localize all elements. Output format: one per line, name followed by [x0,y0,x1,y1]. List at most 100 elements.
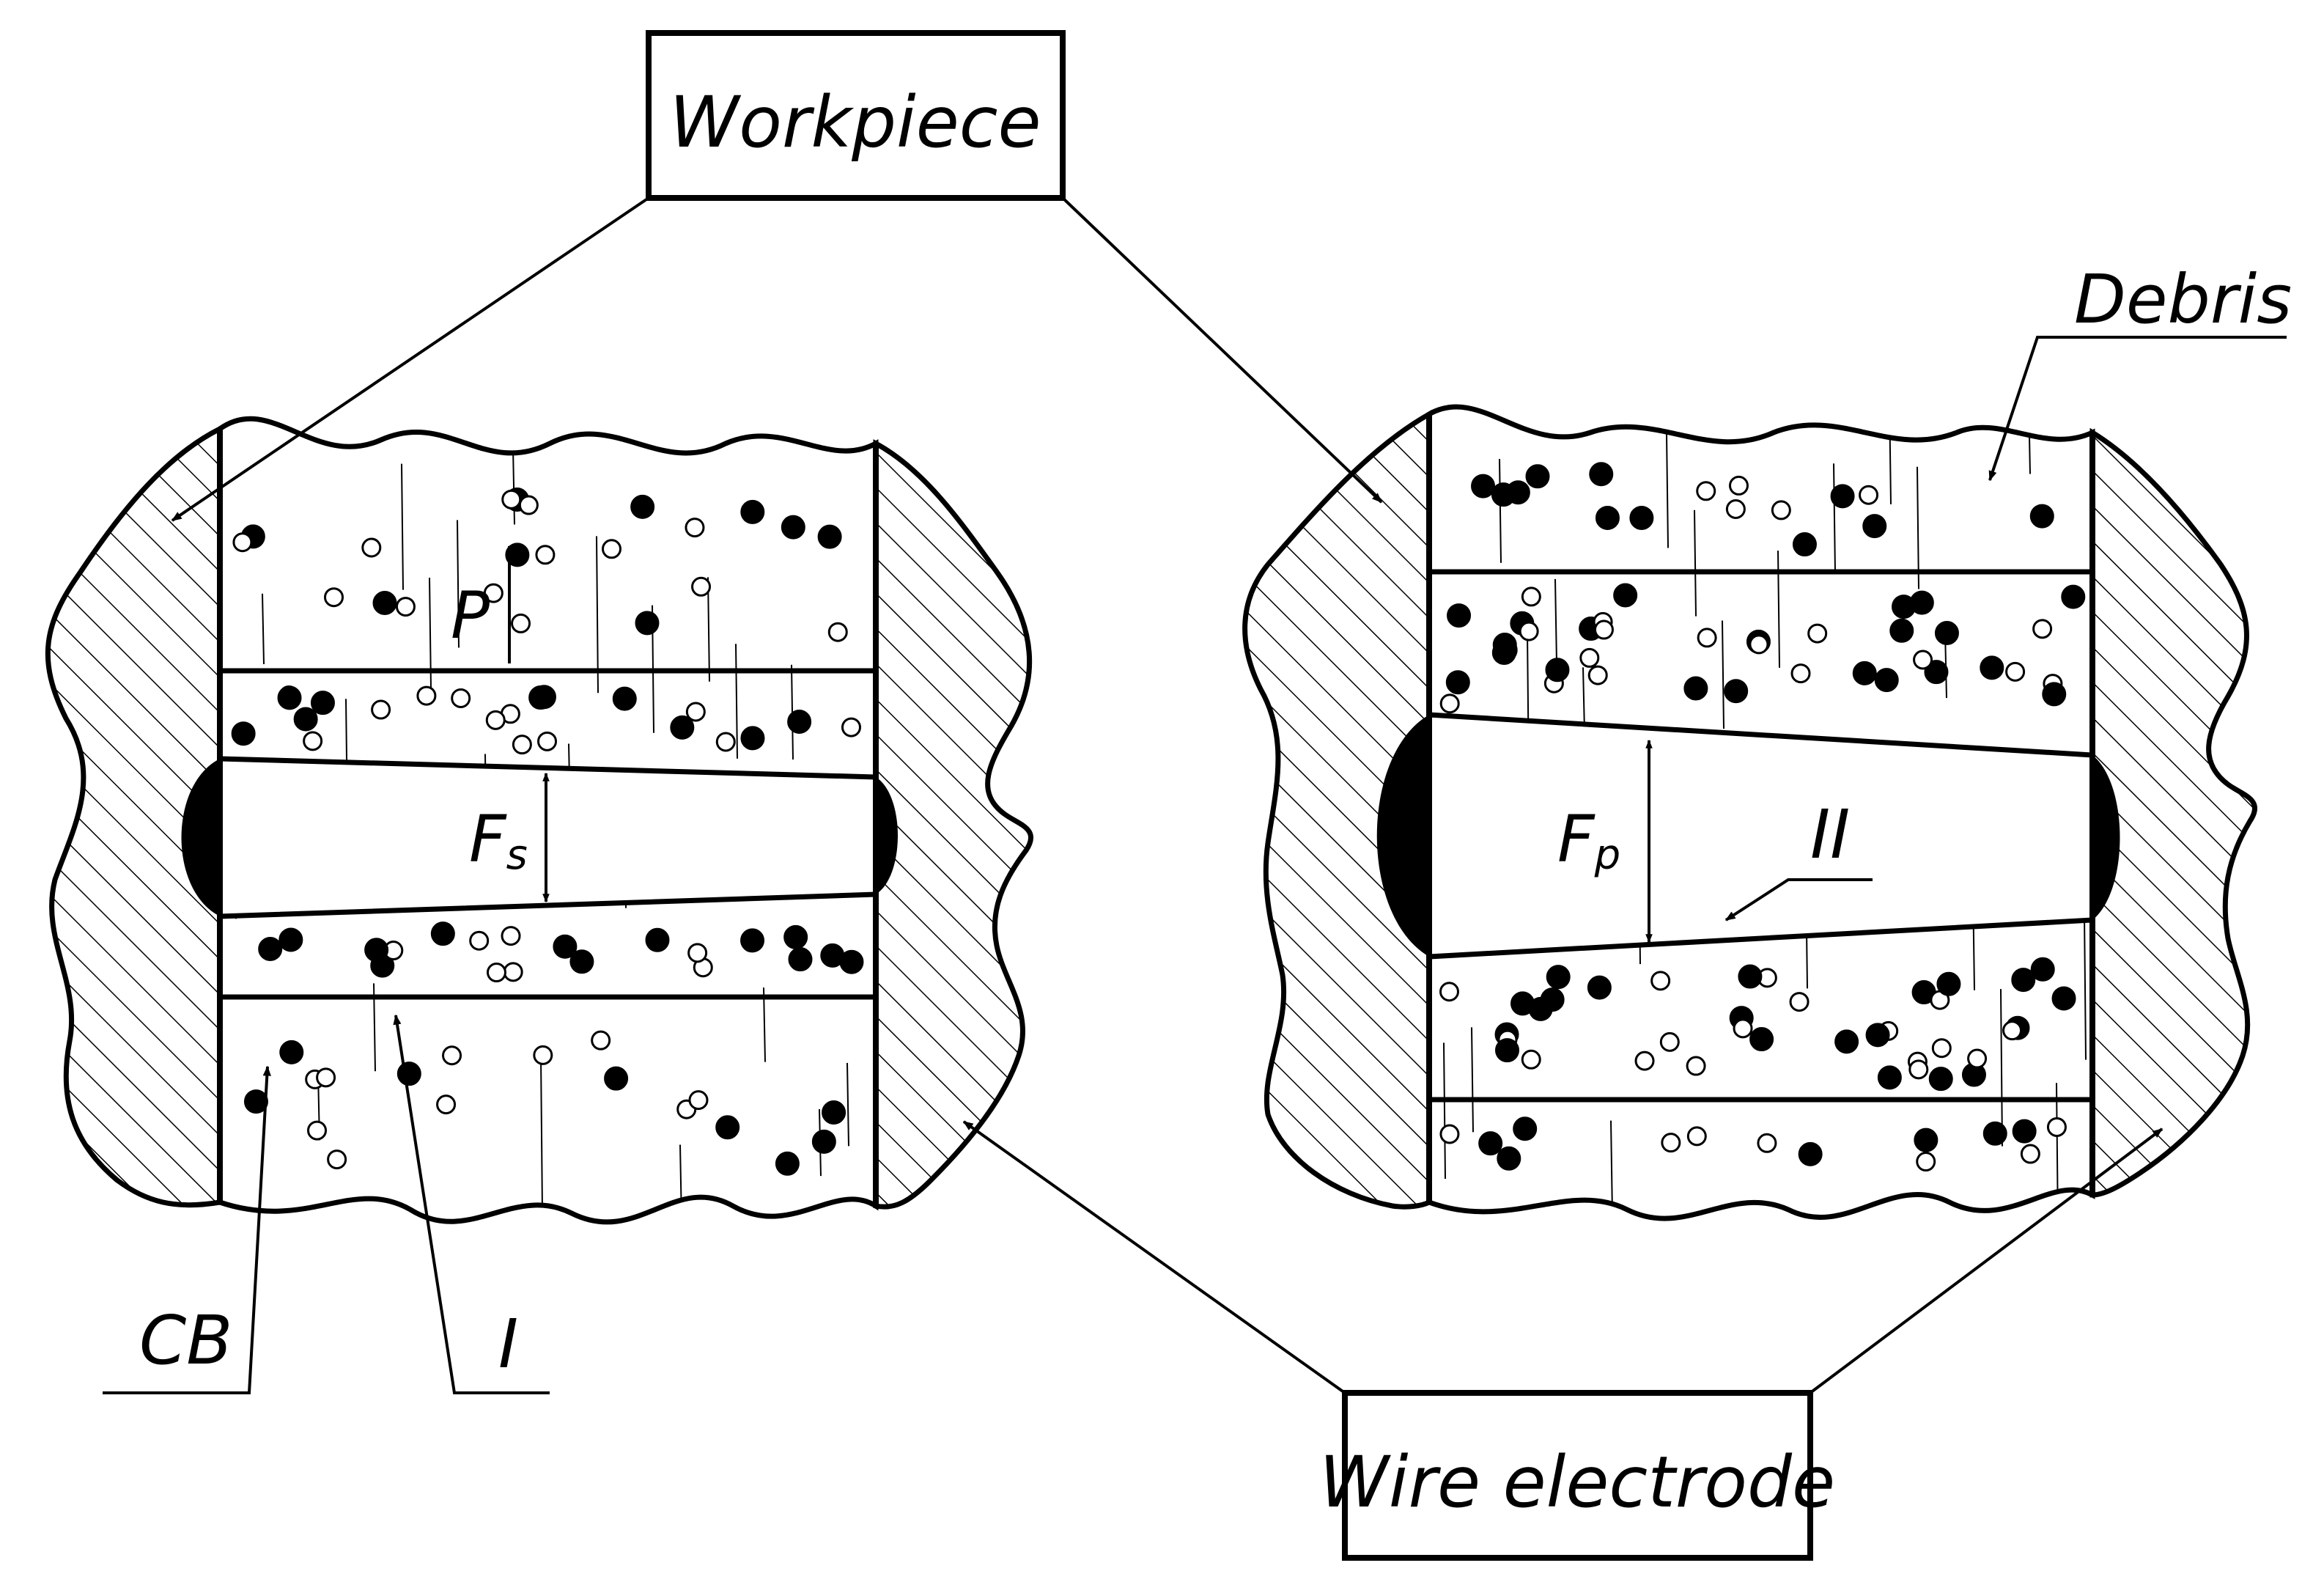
debris-particle [1587,975,1612,1000]
fs-label-sub: s [506,831,528,879]
debris-particle [1493,638,1518,663]
ii-leader [1724,878,1873,921]
debris-particle [787,709,812,734]
gas-bubble [2005,661,2026,682]
debris-particle [1909,590,1934,615]
texture-line [763,987,766,1062]
debris-particle [670,715,695,740]
fs-label: Fs [469,801,528,879]
gas-bubble [316,1067,336,1088]
gas-bubble [232,532,253,553]
debris-particle [1980,655,2004,680]
debris-particle [1830,484,1855,509]
debris-particle [1505,480,1530,505]
gas-bubble [512,735,532,755]
right-crater-right [2092,755,2120,920]
debris-particle [1865,1023,1890,1048]
debris-particle [1540,987,1565,1012]
debris-particle [2042,682,2067,707]
texture-line [1694,509,1697,617]
debris-particle [1852,661,1877,685]
gas-bubble [1521,1049,1541,1070]
left-discharge-channel [217,756,879,919]
gas-bubble [416,685,437,706]
debris-particle [364,938,389,963]
workpiece-leader-left [171,196,650,522]
gas-bubble [1931,1038,1952,1059]
gas-bubble [327,1149,347,1170]
texture-line [1833,463,1836,573]
debris-particle [1749,1027,1774,1052]
debris-particle [569,949,594,974]
gas-bubble [827,622,848,642]
gas-bubble [1696,481,1716,501]
wire-electrode-leader-right [1809,1127,2163,1394]
right-discharge-channel [1426,712,2095,960]
gas-bubble [483,583,503,603]
ii-label: II [1810,795,1850,874]
texture-line [596,536,599,694]
debris-particle [2061,584,2086,609]
debris-particle [1629,505,1654,530]
debris-particle [1936,971,1961,996]
gas-bubble [303,731,323,751]
texture-line [1471,1027,1474,1133]
left-debris-particles [231,487,864,1176]
debris-particle [1874,668,1899,693]
gas-bubble [1697,628,1717,648]
debris-particle [1589,462,1614,487]
gas-bubble [685,518,705,538]
debris-particle [278,927,303,952]
debris-particle [630,494,655,519]
texture-line [1499,459,1502,563]
gas-bubble [1579,647,1600,668]
debris-particle [1545,658,1570,683]
texture-line [401,463,404,590]
texture-line [512,447,515,525]
debris-particle [1525,464,1550,489]
gas-bubble [685,702,706,722]
debris-particle [372,590,397,615]
debris-particle [310,691,335,715]
texture-line [1917,466,1919,589]
gas-bubble [503,962,523,982]
debris-particle [1471,474,1496,498]
gas-bubble [841,717,861,737]
debris-particle [1934,621,1959,646]
debris-particle [2030,957,2055,982]
debris-particle [293,707,318,732]
gas-bubble [307,1120,328,1141]
cb-leader [103,1065,271,1394]
debris-label: Debris [2074,260,2292,339]
gas-bubble [511,613,531,633]
gas-bubble [2002,1020,2023,1041]
gas-bubble [469,930,490,951]
texture-line [2000,989,2003,1147]
debris-particle [788,947,813,972]
debris-particle [1798,1141,1823,1166]
gas-bubble [1519,621,1539,641]
workpiece-label: Workpiece [669,81,1041,163]
debris-particle [1924,660,1949,685]
gas-bubble [1967,1048,1988,1069]
fp-label-main: F [1557,801,1596,877]
gas-bubble [1728,475,1749,496]
gas-bubble [591,1030,611,1051]
debris-particle [1445,670,1470,695]
debris-particle [2051,986,2076,1011]
gas-bubble [1733,1018,1753,1039]
gas-bubble [1593,619,1614,640]
gas-bubble [2020,1144,2040,1164]
fs-label-main: F [469,801,507,877]
debris-particle [553,934,578,959]
gas-bubble [1439,1124,1460,1144]
debris-particle [231,721,256,746]
gas-bubble [687,943,708,963]
i-label: I [498,1305,518,1383]
gas-bubble [2046,1116,2067,1137]
left-crater-right [876,777,898,894]
gas-bubble [1749,634,1769,655]
debris-particle [740,928,765,953]
i-leader [393,1014,550,1394]
